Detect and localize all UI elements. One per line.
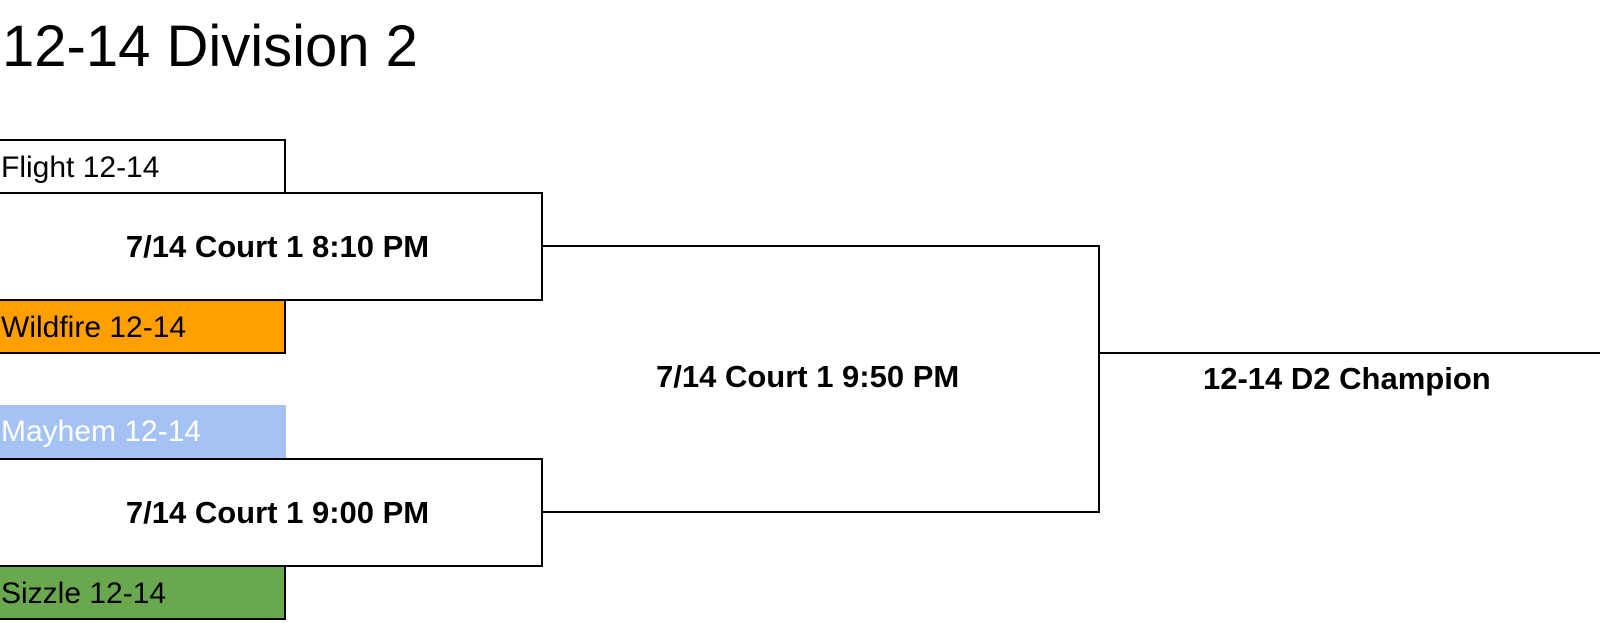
- team-flight: Flight 12-14: [0, 139, 286, 192]
- match-box-upper: 7/14 Court 1 8:10 PM: [0, 192, 543, 301]
- connector-champion-horizontal: [1098, 352, 1600, 354]
- match-label-lower: 7/14 Court 1 9:00 PM: [125, 494, 430, 530]
- connector-final-vertical: [1098, 245, 1100, 513]
- team-sizzle: Sizzle 12-14: [0, 565, 286, 620]
- match-box-lower: 7/14 Court 1 9:00 PM: [0, 458, 543, 567]
- team-wildfire: Wildfire 12-14: [0, 301, 286, 354]
- page-title: 12-14 Division 2: [2, 14, 418, 79]
- connector-lower-horizontal: [541, 511, 1100, 513]
- team-mayhem: Mayhem 12-14: [0, 405, 286, 458]
- champion-label: 12-14 D2 Champion: [1203, 361, 1491, 396]
- match-label-upper: 7/14 Court 1 8:10 PM: [125, 228, 430, 264]
- final-match-label: 7/14 Court 1 9:50 PM: [656, 359, 960, 394]
- connector-upper-horizontal: [541, 245, 1100, 247]
